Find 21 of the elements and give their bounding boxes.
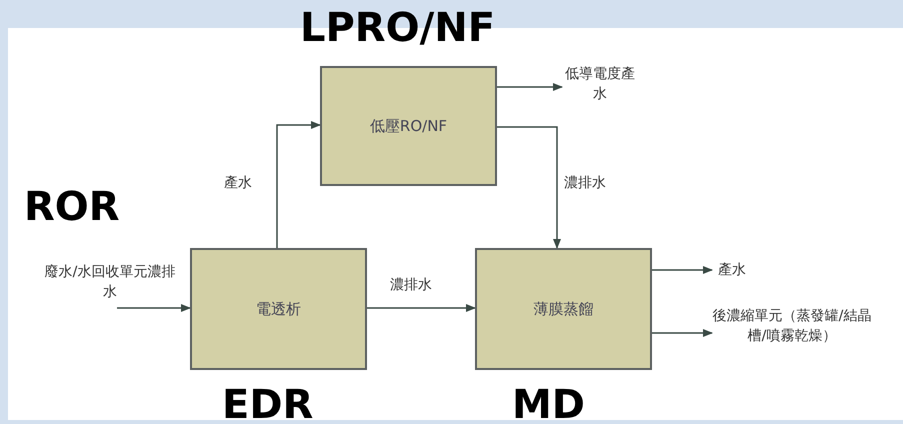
input-label: 廢水/水回收單元濃排水 — [40, 262, 180, 308]
edge-label: 產水 — [222, 174, 254, 192]
output-label: 後濃縮單元（蒸發罐/結晶槽/噴霧乾燥） — [712, 306, 872, 376]
arrow — [276, 121, 321, 248]
process-box: 薄膜蒸餾 — [475, 248, 652, 370]
edge-label: 濃排水 — [388, 276, 434, 294]
arrow — [497, 83, 563, 91]
side-label: ROR — [24, 185, 120, 229]
caption-label: LPRO/NF — [300, 6, 496, 50]
edge-label: 濃排水 — [562, 174, 608, 192]
process-box: 低壓RO/NF — [320, 66, 497, 186]
arrow — [652, 266, 713, 274]
output-label: 產水 — [712, 260, 752, 282]
arrow — [497, 126, 561, 249]
output-label: 低導電度產水 — [562, 64, 638, 110]
arrow — [367, 304, 476, 312]
caption-label: MD — [512, 383, 586, 424]
arrow — [652, 329, 713, 337]
arrow — [117, 304, 191, 312]
caption-label: EDR — [222, 383, 314, 424]
process-box: 電透析 — [190, 248, 367, 370]
